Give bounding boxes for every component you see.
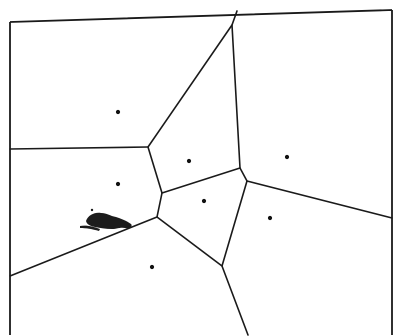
voronoi-site <box>187 159 191 163</box>
ink-smudge <box>80 209 132 231</box>
cell-edges <box>10 11 392 335</box>
cell-edge <box>222 266 248 335</box>
voronoi-site <box>150 265 154 269</box>
cell-edge <box>232 11 237 25</box>
voronoi-site <box>116 110 120 114</box>
cell-edge <box>157 193 162 217</box>
sites <box>116 110 289 269</box>
cell-edge <box>247 181 392 218</box>
cell-edge <box>222 181 247 266</box>
ink-speck <box>91 209 93 211</box>
cell-edge <box>162 168 240 193</box>
cell-edge <box>157 217 222 266</box>
voronoi-site <box>285 155 289 159</box>
cell-edge <box>148 25 232 147</box>
cell-edge <box>148 147 162 193</box>
ink-smudge-blot <box>86 213 132 229</box>
cell-edge <box>240 168 247 181</box>
cell-edge <box>10 147 148 149</box>
voronoi-site <box>202 199 206 203</box>
cell-edge <box>232 25 240 168</box>
voronoi-site <box>268 216 272 220</box>
voronoi-site <box>116 182 120 186</box>
diagram-frame <box>10 10 392 335</box>
